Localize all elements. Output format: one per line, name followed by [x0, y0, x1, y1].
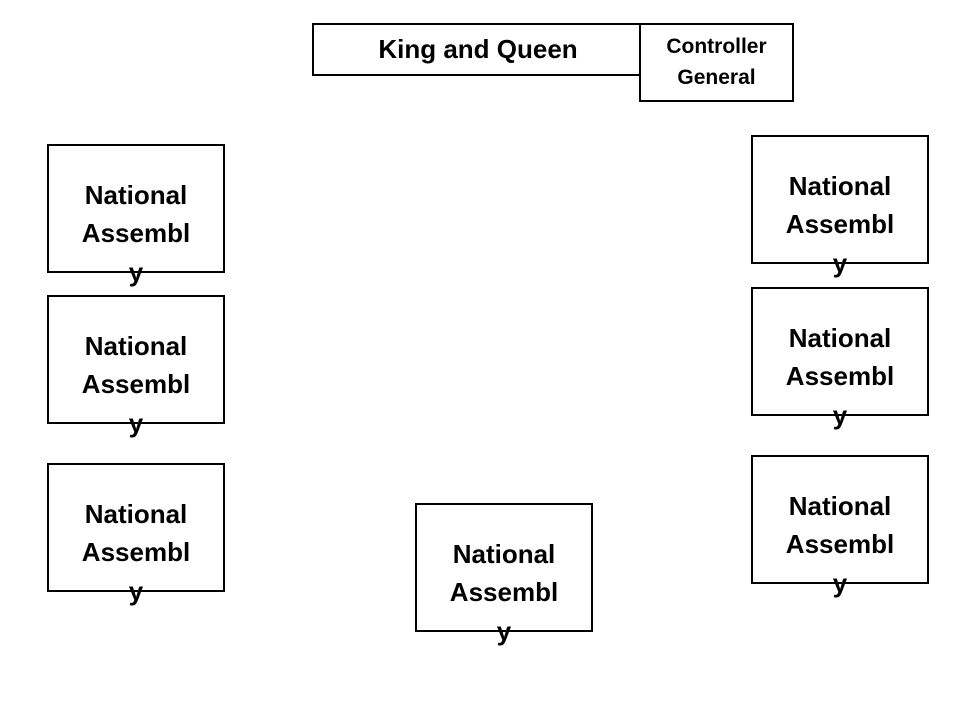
national-assembly-label-line1: National	[788, 491, 892, 521]
national-assembly-label-line1: National	[788, 171, 892, 201]
king-and-queen-label: King and Queen	[378, 34, 578, 64]
national-assembly-label-line1: National	[84, 499, 188, 529]
national-assembly-label-line1: National	[84, 331, 188, 361]
national-assembly-label-line3: y	[496, 616, 512, 646]
national-assembly-label-line1: National	[84, 180, 188, 210]
national-assembly-box-right-middle: National Assembl y	[751, 287, 929, 430]
national-assembly-label-line2: Assembl	[81, 369, 191, 399]
national-assembly-box-right-bottom: National Assembl y	[751, 455, 929, 598]
national-assembly-label-line2: Assembl	[81, 218, 191, 248]
controller-general-label-line1: Controller	[666, 35, 767, 58]
national-assembly-label-line2: Assembl	[785, 209, 895, 239]
national-assembly-box-left-top: National Assembl y	[47, 144, 225, 287]
national-assembly-label-line3: y	[128, 257, 144, 287]
national-assembly-label-line2: Assembl	[81, 537, 191, 567]
national-assembly-box-left-middle: National Assembl y	[47, 295, 225, 438]
national-assembly-label-line3: y	[832, 568, 848, 598]
national-assembly-box-left-bottom: National Assembl y	[47, 463, 225, 606]
controller-general-box: Controller General	[639, 23, 794, 102]
national-assembly-label-line3: y	[128, 408, 144, 438]
national-assembly-label-line3: y	[832, 400, 848, 430]
national-assembly-box-right-top: National Assembl y	[751, 135, 929, 278]
national-assembly-label-line1: National	[452, 539, 556, 569]
national-assembly-label-line2: Assembl	[449, 577, 559, 607]
national-assembly-label-line2: Assembl	[785, 361, 895, 391]
controller-general-label-line2: General	[677, 66, 756, 89]
national-assembly-label-line3: y	[128, 576, 144, 606]
national-assembly-label-line2: Assembl	[785, 529, 895, 559]
national-assembly-box-center-bottom: National Assembl y	[415, 503, 593, 646]
national-assembly-label-line1: National	[788, 323, 892, 353]
national-assembly-label-line3: y	[832, 248, 848, 278]
king-and-queen-box: King and Queen	[312, 23, 644, 76]
